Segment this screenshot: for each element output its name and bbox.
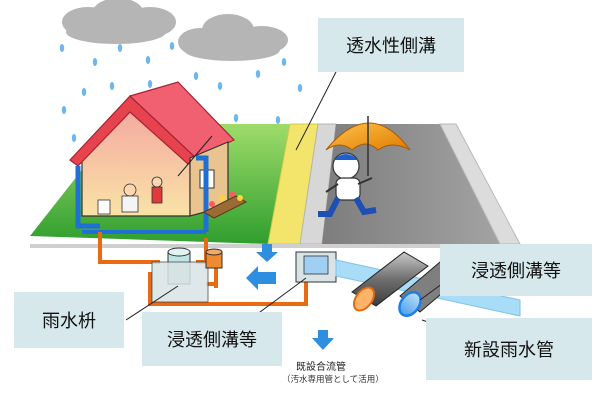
cloud-left	[62, 0, 176, 44]
pedestrian-with-umbrella	[318, 116, 411, 217]
callout-new-rain-pipe-text: 新設雨水管	[464, 340, 554, 361]
callout-rainwater-basin: 雨水枡	[14, 292, 124, 348]
house	[69, 81, 236, 234]
infiltration-gutter-box	[295, 251, 337, 283]
pipe-note-main: 既設合流管	[296, 362, 346, 373]
callout-infiltration-gutter-right-text: 浸透側溝等	[471, 261, 561, 282]
rainwater-basin	[151, 247, 209, 303]
callout-rainwater-basin-text: 雨水枡	[42, 311, 96, 332]
callout-infiltration-gutter-right: 浸透側溝等	[440, 244, 592, 296]
existing-combined-pipe	[351, 251, 429, 312]
callout-permeable-gutter-text: 透水性側溝	[346, 36, 436, 57]
orange-basin	[205, 248, 223, 269]
callout-permeable-gutter: 透水性側溝	[318, 18, 464, 72]
cloud-right	[178, 14, 288, 61]
pipe-note-sub: （汚水専用管として活用）	[282, 375, 384, 385]
flower-box	[202, 191, 248, 219]
callout-new-rain-pipe: 新設雨水管	[426, 318, 592, 380]
callout-infiltration-gutter-bottom: 浸透側溝等	[142, 312, 282, 366]
flow-arrows	[246, 244, 334, 350]
callout-infiltration-gutter-bottom-text: 浸透側溝等	[167, 330, 257, 351]
